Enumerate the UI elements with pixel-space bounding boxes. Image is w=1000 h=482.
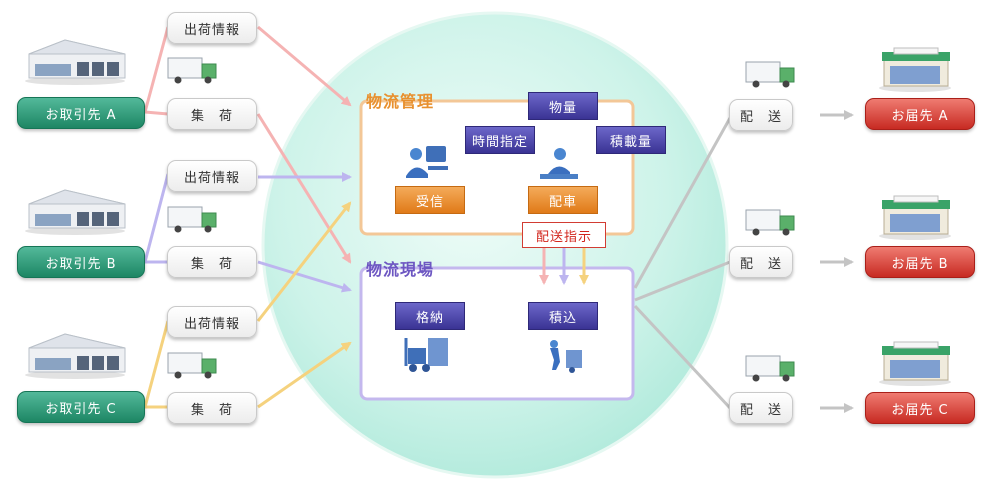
client-c-lines [143, 201, 352, 409]
delivery-instruction-label: 配送指示 [522, 222, 606, 248]
delivery-lines [633, 110, 854, 413]
storage-label: 格納 [395, 302, 465, 330]
shop-icon [879, 47, 951, 92]
warehouse-icon [25, 39, 126, 85]
time-spec-label: 時間指定 [465, 126, 535, 154]
dispatch-label: 配車 [528, 186, 598, 214]
volume-label: 物量 [528, 92, 598, 120]
shop-icon [879, 341, 951, 386]
truck-icon [167, 352, 217, 379]
truck-icon [167, 206, 217, 233]
forklift-icon [404, 338, 448, 372]
destination-b-button[interactable]: お届先 B [865, 246, 975, 278]
client-a-lines [143, 25, 352, 264]
destination-c-button[interactable]: お届先 C [865, 392, 975, 424]
site-box [359, 266, 635, 401]
pickup-a-button[interactable]: 集 荷 [167, 98, 257, 130]
warehouse-icon [25, 333, 126, 379]
shop-icon [879, 195, 951, 240]
management-box [359, 99, 635, 236]
shipment-info-a-button[interactable]: 出荷情報 [167, 12, 257, 44]
hand-truck-icon [550, 340, 582, 373]
shipment-info-b-button[interactable]: 出荷情報 [167, 160, 257, 192]
client-a-button[interactable]: お取引先 A [17, 97, 145, 129]
truck-icon [745, 355, 795, 382]
client-b-button[interactable]: お取引先 B [17, 246, 145, 278]
shipment-info-c-button[interactable]: 出荷情報 [167, 306, 257, 338]
load-amount-label: 積載量 [596, 126, 666, 154]
client-b-lines [143, 172, 352, 293]
client-c-button[interactable]: お取引先 C [17, 391, 145, 423]
management-title: 物流管理 [366, 92, 435, 111]
destination-a-button[interactable]: お届先 A [865, 98, 975, 130]
operator-icon [406, 146, 448, 178]
loading-label: 積込 [528, 302, 598, 330]
pickup-c-button[interactable]: 集 荷 [167, 392, 257, 424]
delivery-c-button[interactable]: 配 送 [729, 392, 793, 424]
truck-icon [167, 57, 217, 84]
site-title: 物流現場 [366, 260, 435, 279]
warehouse-icon [25, 189, 126, 235]
receive-label: 受信 [395, 186, 465, 214]
pickup-b-button[interactable]: 集 荷 [167, 246, 257, 278]
truck-icon [745, 61, 795, 88]
truck-icon [745, 209, 795, 236]
desk-worker-icon [540, 148, 578, 179]
delivery-b-button[interactable]: 配 送 [729, 246, 793, 278]
delivery-a-button[interactable]: 配 送 [729, 99, 793, 131]
